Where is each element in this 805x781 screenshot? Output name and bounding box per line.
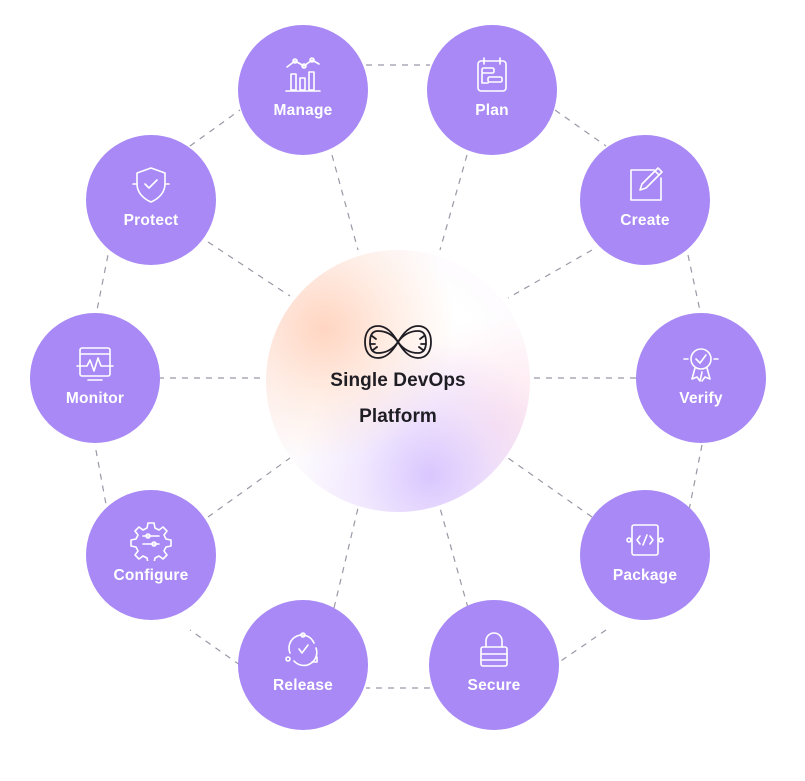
ring-line (554, 629, 607, 666)
spoke-line (439, 154, 468, 251)
stage-protect[interactable]: Protect (86, 135, 216, 265)
lock-icon (480, 632, 508, 667)
heartbeat-monitor-icon (76, 347, 114, 381)
center-title-line1: Single DevOps (330, 370, 466, 391)
stage-manage[interactable]: Manage (238, 25, 368, 155)
analytics-chart-icon (285, 57, 321, 92)
stage-verify[interactable]: Verify (636, 313, 766, 443)
stage-create[interactable]: Create (580, 135, 710, 265)
spoke-line (207, 457, 291, 518)
ring-line (687, 254, 703, 321)
ring-line (554, 109, 607, 147)
stage-package[interactable]: Package (580, 490, 710, 620)
badge-check-icon (683, 348, 719, 382)
ring-line (687, 444, 703, 516)
stage-label: Secure (467, 677, 521, 694)
infinity-loop-icon (364, 325, 432, 359)
cycle-check-icon (285, 632, 318, 667)
stage-secure[interactable]: Secure (429, 600, 559, 730)
stage-label: Create (620, 212, 670, 229)
stage-release[interactable]: Release (238, 600, 368, 730)
ring-line (189, 629, 241, 666)
stage-label: Plan (475, 102, 509, 119)
board-icon (477, 57, 507, 92)
ring-line (94, 444, 109, 516)
center-title-line2: Platform (359, 406, 437, 427)
stage-plan[interactable]: Plan (427, 25, 557, 155)
stage-label: Configure (113, 567, 189, 584)
stage-label: Monitor (65, 390, 125, 407)
gear-sliders-icon (130, 522, 172, 561)
center-platform: Single DevOps Platform (266, 250, 530, 512)
stage-label: Protect (123, 212, 179, 229)
spoke-line (439, 507, 469, 609)
stage-configure[interactable]: Configure (86, 490, 216, 620)
stage-label: Package (612, 567, 678, 584)
spoke-line (507, 457, 593, 518)
spoke-line (331, 154, 359, 251)
spoke-line (207, 241, 291, 297)
stage-monitor[interactable]: Monitor (30, 313, 160, 443)
stage-label: Manage (273, 102, 333, 119)
ring-line (94, 254, 109, 321)
spoke-line (507, 249, 593, 299)
ring-line (189, 109, 241, 147)
shield-check-icon (132, 167, 170, 203)
edit-pencil-icon (630, 167, 663, 201)
stage-label: Verify (679, 390, 723, 407)
stage-label: Release (272, 677, 333, 694)
code-box-icon (626, 524, 664, 556)
spoke-line (333, 507, 359, 609)
